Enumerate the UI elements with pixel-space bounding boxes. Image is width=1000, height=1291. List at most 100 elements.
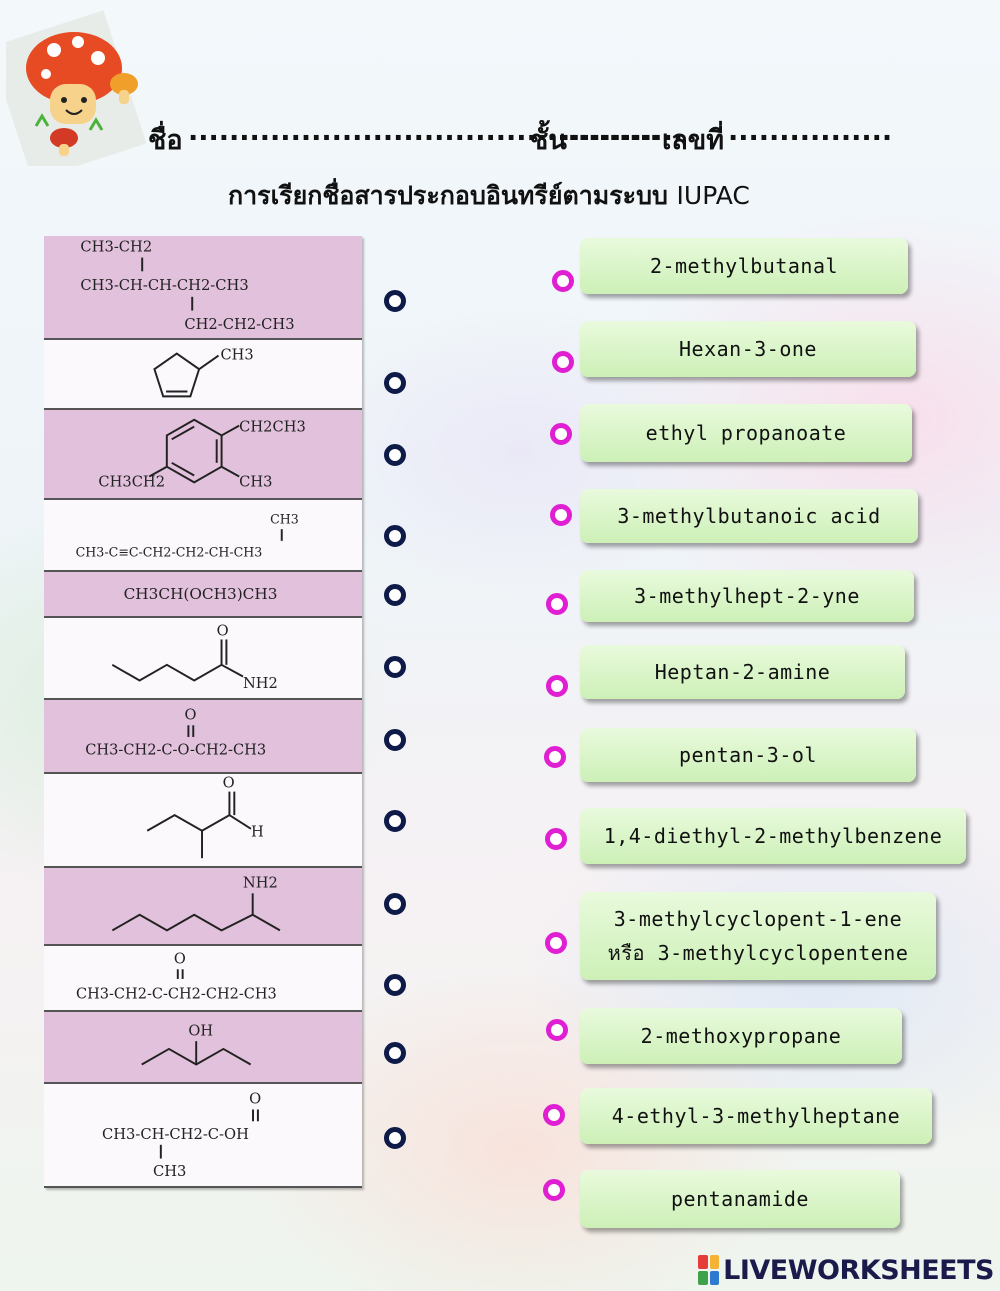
answer-label-5: 3-methylhept-2-yne (634, 584, 860, 608)
structure-image-7: O CH3-CH2-C-O-CH2-CH3 (85, 706, 266, 758)
structure-12-text-oxygen: O (249, 1091, 261, 1108)
structure-10-text-main: CH3-CH2-C-CH2-CH2-CH3 (76, 986, 277, 1002)
match-dot-left-12[interactable] (384, 1127, 406, 1149)
structure-row-4: CH3 CH3-C≡C-CH2-CH2-CH-CH3 (44, 500, 362, 572)
match-dot-right-12[interactable] (543, 1179, 565, 1201)
structure-image-12: O CH3-CH-CH2-C-OH CH3 (102, 1091, 261, 1181)
answer-box-9[interactable]: 3-methylcyclopent-1-ene หรือ 3-methylcyc… (580, 892, 936, 980)
structure-image-8: O H (146, 775, 264, 859)
structure-row-2: CH3 (44, 340, 362, 410)
answer-box-8[interactable]: 1,4-diethyl-2-methylbenzene (580, 808, 966, 864)
structure-row-11: OH (44, 1012, 362, 1084)
structure-image-1: CH3-CH2 CH3-CH-CH-CH2-CH3 CH2-CH2-CH3 (80, 239, 294, 333)
match-dot-left-2[interactable] (384, 372, 406, 394)
structure-image-6: O NH2 (111, 623, 278, 692)
class-label: ชั้น (530, 125, 567, 156)
structure-6-text-oxygen: O (217, 623, 229, 640)
answer-box-10[interactable]: 2-methoxypropane (580, 1008, 902, 1064)
logo-wordmark: LIVEWORKSHEETS (723, 1254, 994, 1286)
answer-box-6[interactable]: Heptan-2-amine (580, 645, 905, 699)
mushroom-mascot-image (6, 10, 146, 166)
worksheet-title: การเรียกชื่อสารประกอบอินทรีย์ตามระบบ IUP… (228, 176, 788, 216)
number-label: เลขที่ (662, 125, 725, 156)
structure-1-text-bottom: CH2-CH2-CH3 (184, 316, 294, 333)
structure-10-text-oxygen: O (174, 951, 186, 967)
answer-label-12: pentanamide (671, 1187, 809, 1211)
structure-image-4: CH3 CH3-C≡C-CH2-CH2-CH-CH3 (76, 511, 299, 559)
structure-11-text-hydroxyl: OH (188, 1022, 213, 1039)
structure-3-text-ethyl-left: CH3CH2 (98, 473, 165, 490)
match-dot-left-11[interactable] (384, 1042, 406, 1064)
title-iupac: IUPAC (676, 181, 750, 210)
answer-label-6: Heptan-2-amine (654, 660, 831, 684)
match-dot-right-7[interactable] (544, 746, 566, 768)
match-dot-left-3[interactable] (384, 444, 406, 466)
match-dot-left-8[interactable] (384, 810, 406, 832)
match-dot-right-3[interactable] (550, 423, 572, 445)
structure-8-text-hydrogen: H (251, 824, 264, 841)
match-dot-right-2[interactable] (552, 351, 574, 373)
structure-1-text-main: CH3-CH-CH-CH2-CH3 (80, 277, 248, 294)
liveworksheets-logo[interactable]: LIVEWORKSHEETS (698, 1252, 994, 1288)
answer-label-8: 1,4-diethyl-2-methylbenzene (603, 824, 943, 848)
answer-label-9: 3-methylcyclopent-1-ene (613, 907, 903, 931)
structure-row-10: O CH3-CH2-C-CH2-CH2-CH3 (44, 946, 362, 1012)
structures-panel: CH3-CH2 CH3-CH-CH-CH2-CH3 CH2-CH2-CH3 CH… (44, 236, 362, 1188)
structure-3-text-ethyl-top: CH2CH3 (239, 419, 306, 436)
answer-label-7: pentan-3-ol (679, 743, 817, 767)
match-dot-right-11[interactable] (543, 1104, 565, 1126)
match-dot-right-9[interactable] (545, 932, 567, 954)
title-text: การเรียกชื่อสารประกอบอินทรีย์ตามระบบ (228, 181, 668, 210)
match-dot-right-10[interactable] (546, 1019, 568, 1041)
answer-label-11: 4-ethyl-3-methylheptane (611, 1104, 901, 1128)
structure-image-9: NH2 (111, 874, 281, 932)
answer-label-2: Hexan-3-one (679, 337, 817, 361)
structure-7-text-oxygen: O (185, 706, 197, 723)
match-dot-left-4[interactable] (384, 525, 406, 547)
answer-box-5[interactable]: 3-methylhept-2-yne (580, 570, 914, 622)
name-label: ชื่อ (148, 125, 183, 156)
match-dot-right-1[interactable] (552, 270, 574, 292)
structure-image-10: O CH3-CH2-C-CH2-CH2-CH3 (76, 951, 277, 1002)
structure-4-text-methyl: CH3 (270, 511, 299, 526)
match-dot-left-5[interactable] (384, 584, 406, 606)
match-dot-right-6[interactable] (546, 675, 568, 697)
structure-row-6: O NH2 (44, 618, 362, 700)
structure-12-text-methyl: CH3 (153, 1163, 186, 1180)
match-dot-left-6[interactable] (384, 656, 406, 678)
match-dot-left-1[interactable] (384, 290, 406, 312)
answer-box-4[interactable]: 3-methylbutanoic acid (580, 489, 918, 543)
class-blank: ............ (560, 116, 684, 147)
answer-label-10: 2-methoxypropane (640, 1024, 842, 1048)
answer-box-11[interactable]: 4-ethyl-3-methylheptane (580, 1088, 932, 1144)
structure-8-text-oxygen: O (223, 775, 235, 792)
match-dot-left-7[interactable] (384, 729, 406, 751)
structure-7-text-main: CH3-CH2-C-O-CH2-CH3 (85, 741, 266, 758)
match-dot-right-4[interactable] (550, 504, 572, 526)
answer-box-1[interactable]: 2-methylbutanal (580, 238, 908, 294)
structure-image-5: CH3CH(OCH3)CH3 (124, 585, 278, 603)
student-info-line: ชื่อ ...................................… (148, 116, 892, 158)
match-dot-right-5[interactable] (546, 593, 568, 615)
answer-label-4: 3-methylbutanoic acid (617, 504, 881, 528)
answer-box-12[interactable]: pentanamide (580, 1170, 900, 1228)
answer-box-3[interactable]: ethyl propanoate (580, 404, 912, 462)
name-blank: ........................................… (188, 116, 660, 147)
structure-row-7: O CH3-CH2-C-O-CH2-CH3 (44, 700, 362, 774)
structure-image-3: CH2CH3 CH3CH2 CH3 (98, 419, 306, 491)
structure-1-text-top: CH3-CH2 (80, 239, 152, 256)
match-dot-left-10[interactable] (384, 974, 406, 996)
structure-image-2: CH3 (153, 346, 254, 398)
answer-label-3: ethyl propanoate (645, 421, 847, 445)
structure-row-8: O H (44, 774, 362, 868)
answer-box-7[interactable]: pentan-3-ol (580, 728, 916, 782)
answer-box-2[interactable]: Hexan-3-one (580, 321, 916, 377)
match-dot-right-8[interactable] (545, 828, 567, 850)
structure-image-11: OH (141, 1022, 252, 1066)
structure-9-text-amine: NH2 (243, 874, 278, 891)
structure-row-9: NH2 (44, 868, 362, 946)
structure-row-3: CH2CH3 CH3CH2 CH3 (44, 410, 362, 500)
match-dot-left-9[interactable] (384, 893, 406, 915)
liveworksheets-mark-icon (698, 1255, 720, 1285)
answer-label-1: 2-methylbutanal (649, 254, 839, 278)
